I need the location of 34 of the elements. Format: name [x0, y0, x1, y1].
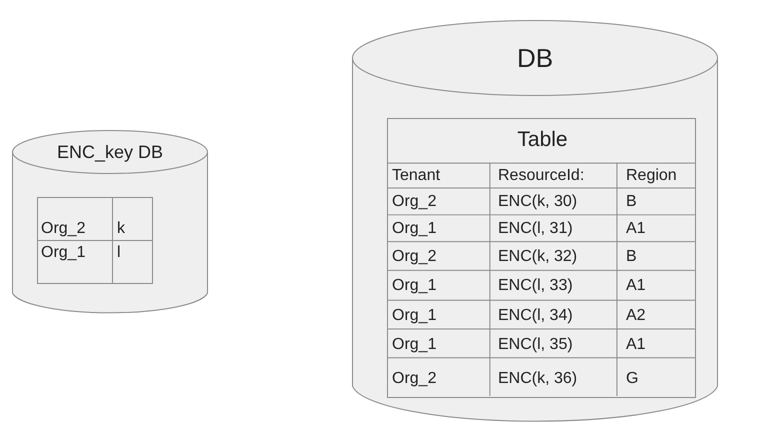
database-title: ENC_key DB	[56, 143, 164, 161]
region-code: A1	[626, 278, 646, 294]
resource-id: ENC(l, 31)	[498, 220, 573, 236]
column-header: ResourceId:	[498, 168, 584, 184]
tenant-name: Org_1	[392, 336, 436, 352]
resource-id: ENC(l, 35)	[498, 336, 573, 352]
tenant-name: Org_1	[392, 220, 436, 236]
database-cylinder	[12, 130, 208, 315]
key-value: k	[117, 221, 125, 237]
tenant-name: Org_2	[41, 221, 86, 237]
resource-id: ENC(l, 34)	[498, 308, 573, 324]
region-code: G	[626, 370, 638, 386]
resource-id: ENC(k, 32)	[498, 248, 578, 264]
resource-id: ENC(k, 30)	[498, 194, 578, 210]
tenant-name: Org_2	[392, 370, 436, 386]
table-title: Table	[517, 129, 568, 150]
tenant-name: Org_1	[392, 308, 436, 324]
resource-id: ENC(k, 36)	[498, 370, 578, 386]
region-code: A2	[626, 308, 646, 324]
data-table	[387, 118, 696, 398]
tenant-name: Org_2	[392, 194, 436, 210]
database-cylinder	[352, 20, 718, 424]
region-code: B	[626, 248, 637, 264]
resource-id: ENC(l, 33)	[498, 278, 573, 294]
tenant-name: Org_1	[41, 245, 86, 261]
key-value: l	[117, 245, 121, 261]
database-title: DB	[516, 45, 554, 71]
column-header: Region	[626, 168, 677, 184]
tenant-name: Org_2	[392, 248, 436, 264]
tenant-name: Org_1	[392, 278, 436, 294]
region-code: B	[626, 194, 637, 210]
region-code: A1	[626, 220, 646, 236]
column-header: Tenant	[392, 168, 440, 184]
region-code: A1	[626, 336, 646, 352]
